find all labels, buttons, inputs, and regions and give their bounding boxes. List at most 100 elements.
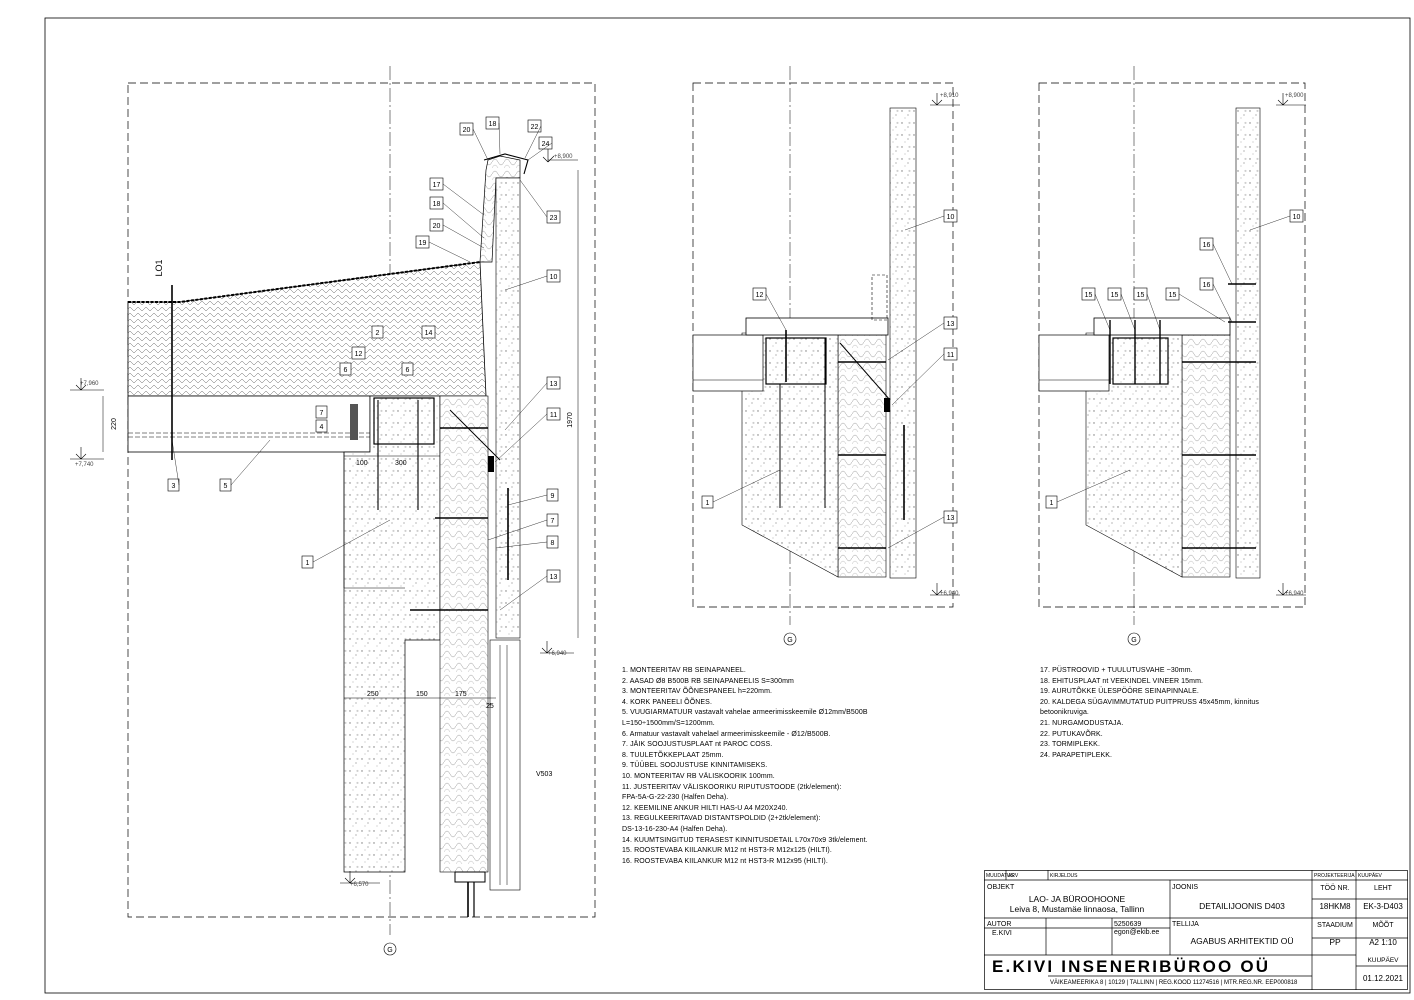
- legend-item: 21. NURGAMODUSTAJA.: [1040, 719, 1124, 727]
- tag-13-middle-upper: 13: [947, 321, 955, 328]
- author-email: egon@ekib.ee: [1114, 929, 1160, 936]
- dim-175: 175: [455, 691, 467, 698]
- tag-18-top: 18: [489, 121, 497, 128]
- dim-25: 25: [486, 703, 494, 710]
- tag-13-middle-lower: 13: [947, 515, 955, 522]
- legend-item: 13. REGULKEERITAVAD DISTANTSPOLDID (2+2t…: [622, 815, 821, 823]
- legend-item: 10. MONTEERITAV RB VÄLISKOORIK 100mm.: [622, 772, 775, 780]
- legend-item: 2. AASAD Ø8 B500B RB SEINAPANEELIS S=300…: [622, 677, 794, 685]
- hdr-kirjeldus: KIRJELDUS: [1050, 873, 1078, 879]
- tag-6-left: 6: [344, 367, 348, 374]
- tag-7-upper: 7: [320, 410, 324, 417]
- legend-item: L=150÷1500mm/S=1200mm.: [622, 719, 715, 727]
- joonis-label: JOONIS: [1172, 884, 1199, 891]
- tag-11: 11: [550, 412, 557, 419]
- tag-10-middle: 10: [947, 214, 955, 221]
- grid-bubble-g-right: G: [1131, 637, 1136, 644]
- label-v503: V503: [536, 771, 552, 778]
- title-block: MUUDATUS ARV KIRJELDUS PROJEKTEERIJA KUU…: [984, 870, 1408, 990]
- tag-10-right: 10: [1293, 214, 1301, 221]
- hdr-muudatus: MUUDATUS: [986, 873, 1014, 879]
- level-6940-right: +6,940: [1285, 591, 1304, 597]
- middle-section-detail: G +8,910 +6,940 10 12 13 11 1 13: [692, 66, 960, 646]
- moot-value: A2 1:10: [1369, 938, 1397, 947]
- author-phone: 5250639: [1114, 921, 1142, 928]
- tag-12: 12: [355, 351, 363, 358]
- sheet-border: [44, 17, 1411, 994]
- tag-15-b: 15: [1111, 292, 1119, 299]
- legend-item: 19. AURUTÕKKE ÜLESPÖÖRE SEINAPINNALE.: [1040, 688, 1199, 696]
- tellija-label: TELLIJA: [1172, 921, 1199, 928]
- tag-12-middle: 12: [756, 292, 764, 299]
- tag-13-upper: 13: [550, 381, 558, 388]
- level-8910: +8,910: [940, 93, 959, 99]
- level-6940-middle: +6,940: [940, 591, 959, 597]
- kuupaev-label: KUUPÄEV: [1367, 957, 1399, 964]
- legend-right: 17. PÜSTROOVID + TUULUTUSVAHE ~30mm.18. …: [1040, 666, 1259, 761]
- legend-item: 18. EHITUSPLAAT nt VEEKINDEL VINEER 15mm…: [1040, 677, 1204, 685]
- dim-1970: 1970: [567, 412, 574, 428]
- tag-20: 20: [433, 223, 441, 230]
- tag-15-d: 15: [1169, 292, 1177, 299]
- autor-label: AUTOR: [987, 921, 1012, 928]
- dim-lo1: LO1: [154, 259, 164, 276]
- autor-name: E.KIVI: [992, 930, 1012, 937]
- tag-18: 18: [433, 201, 441, 208]
- leht-label: LEHT: [1374, 885, 1392, 892]
- tellija-value: AGABUS ARHITEKTID OÜ: [1190, 936, 1294, 946]
- tag-20-top: 20: [463, 127, 471, 134]
- tag-19: 19: [419, 240, 427, 247]
- tag-1-middle: 1: [706, 500, 710, 507]
- tag-8: 8: [551, 540, 555, 547]
- legend-item: 24. PARAPETIPLEKK.: [1040, 751, 1113, 759]
- level-6940: +6,940: [548, 651, 567, 657]
- tag-5: 5: [224, 483, 228, 490]
- tag-13-lower: 13: [550, 574, 558, 581]
- legend-item: betoonikruviga.: [1040, 709, 1089, 717]
- legend-item: 5. VUUGIARMATUUR vastavalt vahelae armee…: [622, 709, 868, 717]
- leht-value: EK-3-D403: [1363, 902, 1403, 911]
- tag-16-upper: 16: [1203, 242, 1211, 249]
- dim-220: 220: [111, 418, 118, 430]
- tag-6-right: 6: [406, 367, 410, 374]
- tag-17: 17: [433, 182, 441, 189]
- legend-item: 3. MONTEERITAV ÕÕNESPANEEL h=220mm.: [622, 688, 773, 696]
- legend-item: 1. MONTEERITAV RB SEINAPANEEL.: [622, 667, 746, 674]
- level-7960: +7,960: [80, 381, 99, 387]
- staadium-label: STAADIUM: [1317, 922, 1353, 929]
- tag-14: 14: [425, 330, 433, 337]
- tag-15-a: 15: [1085, 292, 1093, 299]
- tag-4: 4: [320, 424, 324, 431]
- legend-left: 1. MONTEERITAV RB SEINAPANEEL. 2. AASAD Ø…: [622, 666, 868, 867]
- main-section-detail: G 19 7: [70, 66, 596, 956]
- company-info: VÄIKEAMEERIKA 8 | 10129 | TALLINN | REG.…: [1050, 980, 1298, 986]
- level-6570: +6,570: [350, 882, 369, 888]
- legend-item: 23. TORMIPLEKK.: [1040, 741, 1100, 749]
- legend-item: 22. PUTUKAVÕRK.: [1040, 730, 1103, 738]
- tag-16-lower: 16: [1203, 282, 1211, 289]
- legend-item: 4. KORK PANEELI ÕÕNES.: [622, 698, 712, 706]
- dim-250: 250: [367, 691, 379, 698]
- company-name: E.KIVI INSENERIBÜROO OÜ: [992, 957, 1271, 976]
- dim-100: 100: [356, 460, 368, 467]
- staadium-value: PP: [1329, 937, 1341, 947]
- legend-item: 15. ROOSTEVABA KIILANKUR M12 nt HST3-R M…: [622, 847, 832, 855]
- tag-10: 10: [550, 274, 558, 281]
- tag-24: 24: [542, 141, 550, 148]
- grid-bubble-g: G: [387, 947, 392, 954]
- legend-item: 7. JÄIK SOOJUSTUSPLAAT nt PAROC COSS.: [622, 741, 773, 749]
- tag-11-middle: 11: [947, 352, 954, 359]
- legend-item: 6. Armatuur vastavalt vahelael armeerimi…: [622, 730, 831, 738]
- legend-item: 12. KEEMILINE ANKUR HILTI HAS-U A4 M20X2…: [622, 804, 788, 812]
- legend-item: 11. JUSTEERITAV VÄLISKOORIKU RIPUTUSTOOD…: [622, 783, 842, 791]
- tag-2: 2: [376, 330, 380, 337]
- legend-item: 20. KALDEGA SÜGAVIMMUTATUD PUITPRUSS 45x…: [1040, 698, 1259, 706]
- tag-1-right: 1: [1050, 500, 1054, 507]
- tag-9: 9: [551, 493, 555, 500]
- legend-item: 16. ROOSTEVABA KIILANKUR M12 nt HST3-R M…: [622, 857, 828, 865]
- tag-22: 22: [531, 124, 539, 131]
- legend-item: FPA-5A-G-22-230 (Halfen Deha).: [622, 794, 729, 802]
- tag-7-lower: 7: [551, 518, 555, 525]
- tag-23: 23: [550, 215, 558, 222]
